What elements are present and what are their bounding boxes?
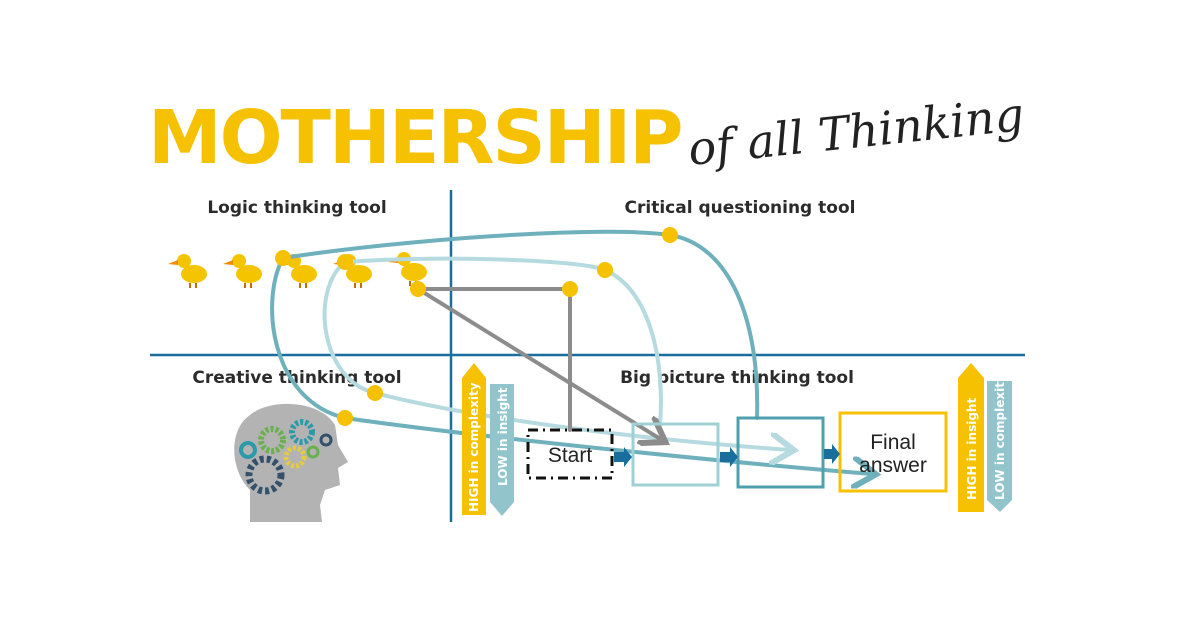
heading-big-picture: Big picture thinking tool: [620, 368, 854, 388]
right-scale: HIGH in insight LOW in complexity: [958, 363, 1012, 512]
title-main: MOTHERSHIP: [148, 95, 681, 181]
heading-creative: Creative thinking tool: [192, 368, 401, 388]
title-sub: of all Thinking: [686, 87, 1027, 176]
final-label-line2: answer: [859, 454, 927, 477]
left-up-label: HIGH in complexity: [467, 382, 481, 512]
grey-arrow-diagonal: [416, 287, 662, 440]
final-label-line1: Final: [870, 431, 916, 454]
path-nodes: [275, 227, 678, 426]
step-box-3: [736, 416, 825, 489]
right-up-label: HIGH in insight: [965, 398, 979, 500]
arrow-right-icon: [824, 444, 840, 464]
up-arrow-high-insight: [958, 363, 984, 512]
down-arrow-low-complexity: [987, 381, 1012, 512]
duck-icon: [223, 254, 262, 288]
right-down-label: LOW in complexity: [993, 374, 1007, 500]
heading-logic: Logic thinking tool: [207, 198, 386, 218]
left-scale: HIGH in complexity LOW in insight: [462, 363, 514, 516]
node-dot: [597, 262, 613, 278]
dark-teal-path-critical: [281, 229, 760, 420]
node-dot: [662, 227, 678, 243]
node-dot: [367, 385, 383, 401]
final-answer-box: [838, 411, 948, 493]
down-arrow-low-insight: [490, 384, 514, 516]
ducks-row: [168, 252, 427, 288]
step-box-2: [631, 422, 720, 487]
node-dot: [410, 281, 426, 297]
start-label: Start: [548, 444, 593, 467]
duck-icon: [168, 254, 207, 288]
dark-teal-path-creative: [270, 256, 872, 474]
node-dot: [337, 410, 353, 426]
left-down-label: LOW in insight: [496, 387, 510, 486]
arrow-right-icon: [614, 447, 632, 467]
heading-critical: Critical questioning tool: [625, 198, 856, 218]
light-teal-path-creative: [322, 260, 790, 450]
node-dot: [562, 281, 578, 297]
up-arrow-high-complexity: [462, 363, 486, 515]
head-with-gears-icon: [234, 403, 348, 522]
node-dot: [337, 254, 353, 270]
flow-arrows: [614, 444, 840, 467]
arrow-right-icon: [720, 447, 738, 467]
node-dot: [275, 250, 291, 266]
